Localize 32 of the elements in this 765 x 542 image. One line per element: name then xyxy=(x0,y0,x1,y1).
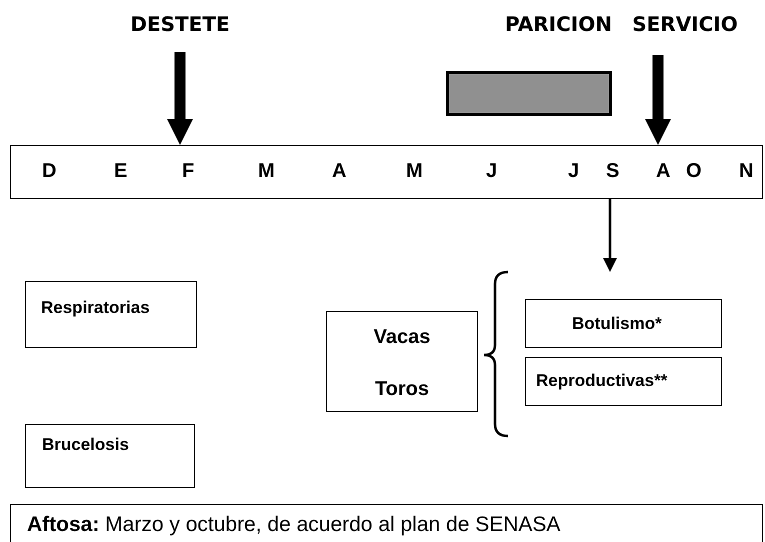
month-label: M xyxy=(258,160,275,183)
month-label: A xyxy=(656,160,670,183)
vaccine-box xyxy=(25,281,197,348)
month-label: N xyxy=(739,160,754,183)
month-label: J xyxy=(568,160,580,183)
box-text: Brucelosis xyxy=(42,435,129,455)
arrow xyxy=(603,199,617,272)
box-text: Vacas xyxy=(372,326,432,349)
vaccine-box xyxy=(25,424,195,488)
month-label: F xyxy=(182,160,194,183)
vaccine-box xyxy=(525,299,722,348)
timeline-bar xyxy=(10,145,763,199)
box-text: Botulismo* xyxy=(572,314,662,334)
event-label: SERVICIO xyxy=(631,12,739,36)
box-text: Toros xyxy=(374,378,430,401)
note-box xyxy=(10,504,763,542)
month-label: E xyxy=(114,160,128,183)
month-label: O xyxy=(686,160,702,183)
month-label: M xyxy=(406,160,423,183)
month-label: A xyxy=(332,160,346,183)
month-label: J xyxy=(486,160,498,183)
month-label: D xyxy=(42,160,56,183)
category-box xyxy=(326,311,478,412)
arrow xyxy=(645,55,671,145)
note-text: Aftosa: Marzo y octubre, de acuerdo al plan de SENASA xyxy=(27,513,560,537)
month-label: S xyxy=(606,160,620,183)
vaccine-box xyxy=(525,357,722,406)
box-text: Respiratorias xyxy=(41,298,150,318)
arrow xyxy=(167,52,193,145)
box-text: Reproductivas** xyxy=(536,371,668,391)
event-label: PARICION xyxy=(504,12,612,36)
event-label: DESTETE xyxy=(130,12,230,36)
